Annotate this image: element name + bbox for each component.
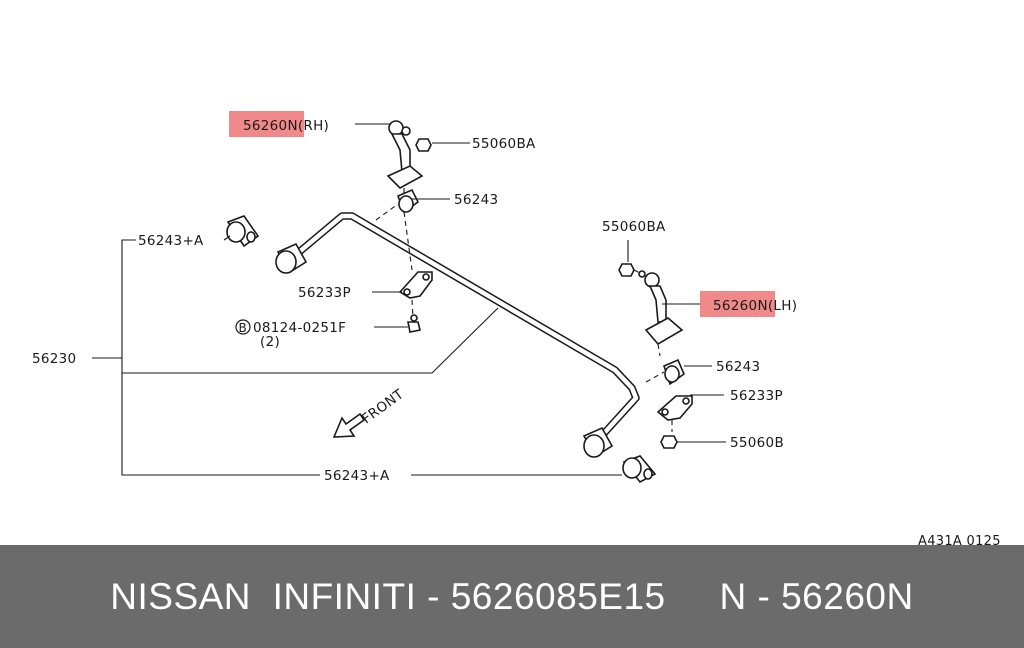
lh-nut-top-label: 55060BA [602,219,666,235]
lh-link-highlight [700,291,775,317]
lh-clamp-label: 56233P [730,388,783,404]
rh-bar-end-bushing [275,242,308,274]
rh-bushing-label: 56243 [454,192,498,208]
lh-link-suffix: N(LH) [757,298,797,314]
lh-link-top-nut [618,263,635,277]
svg-text:56260N(LH): 56260N(LH) [713,298,797,314]
upper-separate-bushing [226,215,260,248]
rh-stabilizer-link [386,120,424,196]
bolt-marker-circle [235,319,251,335]
front-label: FRONT [359,386,407,427]
stabilizer-bar [288,212,640,444]
lh-bar-end-bushing [582,426,614,458]
bolt-qty: (2) [260,334,280,350]
lower-bushing-a-label: 56243+A [324,468,390,484]
lh-bottom-nut [660,435,678,449]
rh-clamp-label: 56233P [298,285,351,301]
part-title-banner: NISSAN INFINITI - 5626085E15 N - 56260N [0,545,1024,648]
rh-link-suffix: N(RH) [287,118,329,134]
stabilizer-bar-label: 56230 [32,351,76,367]
front-arrow [332,412,366,438]
diagram-code: A431A 0125 [918,534,1001,545]
lh-mount-bushing [663,358,685,386]
rh-link-nut [415,138,432,152]
rh-link-part-number: 56260 [243,118,287,134]
svg-text:56260N(RH): 56260N(RH) [243,118,329,134]
lh-stabilizer-link [638,270,684,357]
lh-bushing-label: 56243 [716,359,760,375]
rh-clamp [398,271,433,299]
lower-separate-bushing [622,455,657,484]
lh-clamp [656,395,693,421]
rh-nut-label: 55060BA [472,136,536,152]
part-title: NISSAN INFINITI - 5626085E15 N - 56260N [110,575,914,617]
bolt-marker: B [239,321,248,335]
bolt-label: 08124-0251F [253,320,346,336]
rh-mount-bushing [396,188,420,214]
parts-diagram: 56260N(RH) 55060BA 56243 55060BA 56260N(… [32,111,1001,545]
clamp-bolt [407,314,421,333]
rh-link-highlight [229,111,304,137]
lh-link-part-number: 56260 [713,298,757,314]
upper-bushing-a-label: 56243+A [138,233,204,249]
lh-nut-bottom-label: 55060B [730,435,784,451]
